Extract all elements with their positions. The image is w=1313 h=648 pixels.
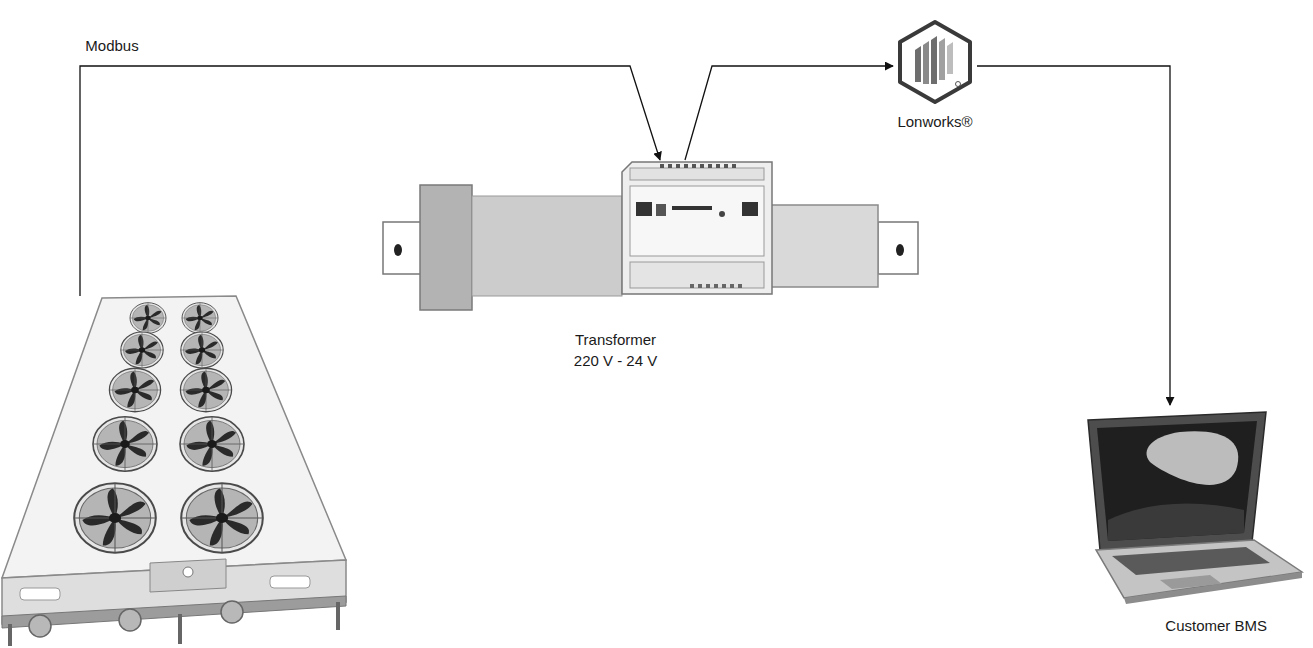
transformer-illustration xyxy=(383,162,918,310)
lonworks-logo xyxy=(900,22,970,102)
connector-arrow xyxy=(685,66,893,160)
dry-cooler-node xyxy=(0,296,345,646)
dry-cooler-illustration xyxy=(2,296,346,646)
node-label: Customer BMS xyxy=(1165,615,1267,636)
transformer-node: Transformer220 V - 24 V xyxy=(380,160,925,375)
node-label: Lonworks® xyxy=(897,111,972,132)
node-label: Transformer xyxy=(575,329,656,350)
connector-arrow xyxy=(80,66,660,296)
laptop-illustration xyxy=(1088,412,1302,604)
connector-label: Modbus xyxy=(82,36,141,55)
connector-arrow xyxy=(977,66,1170,405)
customer-bms-node: Customer BMS xyxy=(1080,405,1305,640)
lonworks-node: Lonworks® xyxy=(893,16,977,134)
node-label: 220 V - 24 V xyxy=(574,350,657,371)
